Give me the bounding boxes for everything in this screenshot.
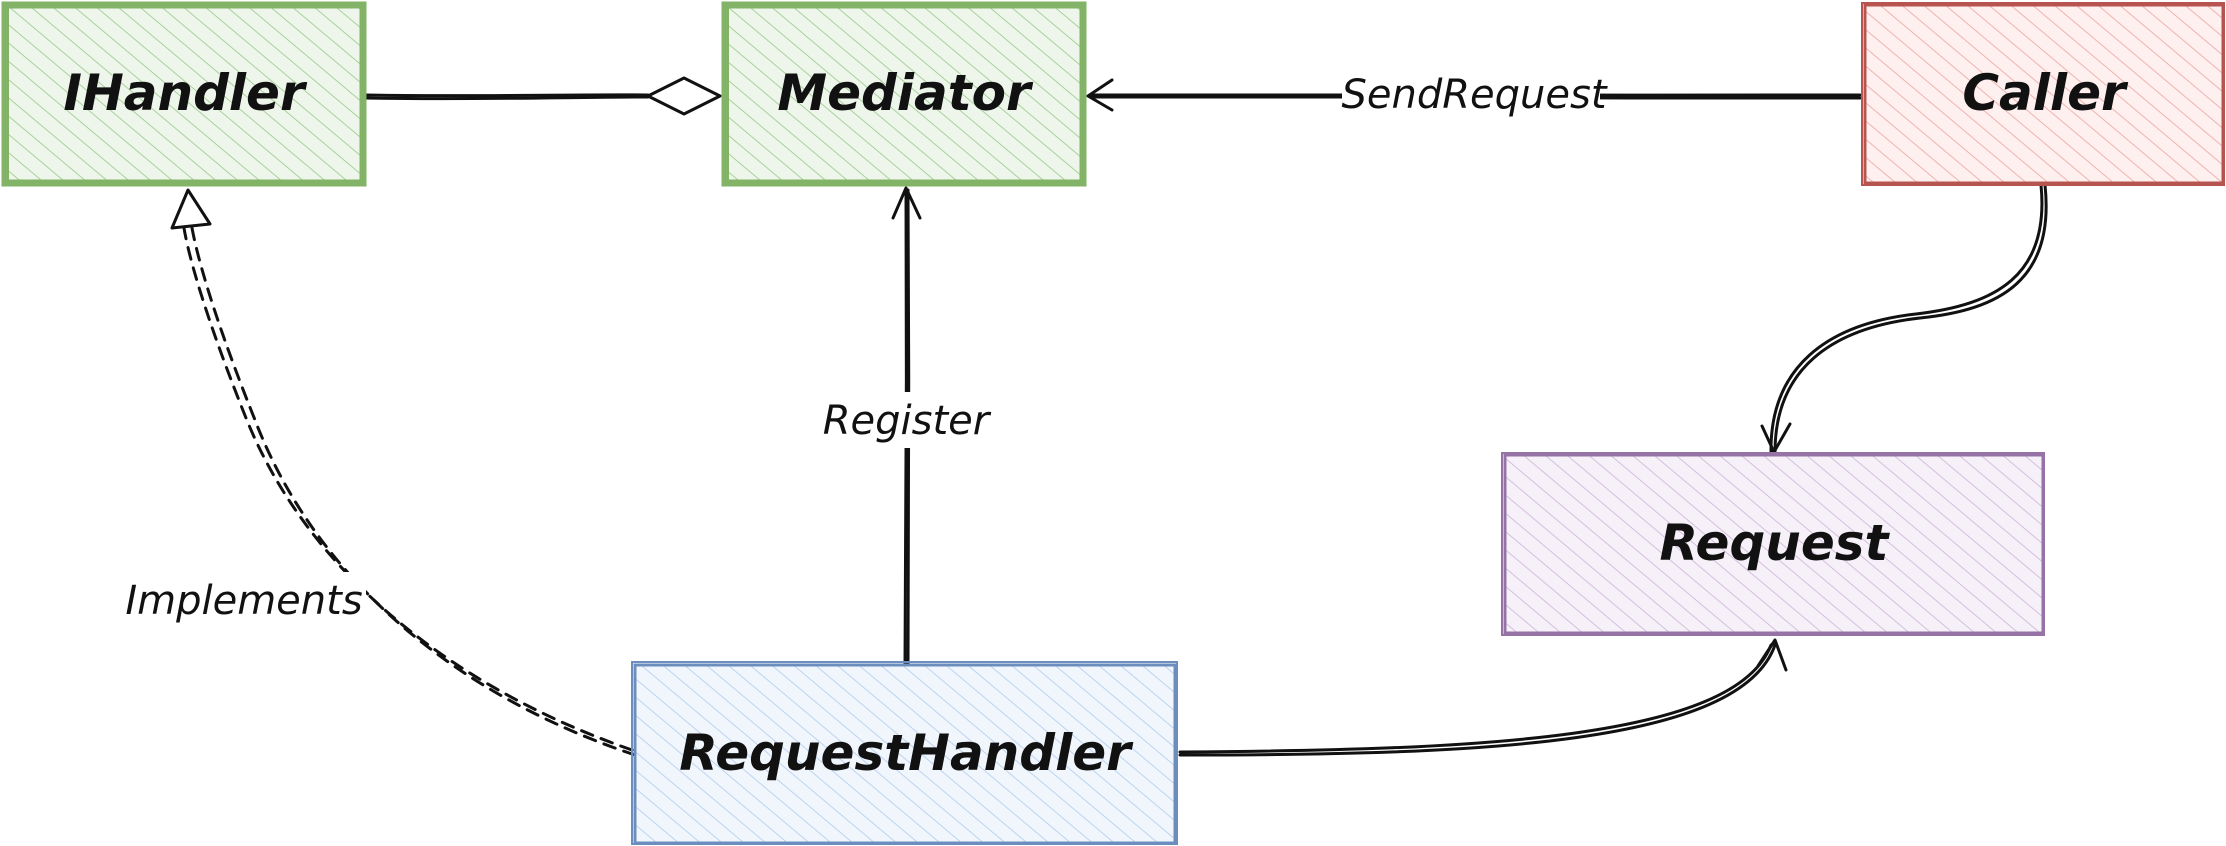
node-caller[interactable]: Caller bbox=[1861, 2, 2225, 186]
edge-aggregation bbox=[363, 76, 722, 116]
node-mediator[interactable]: Mediator bbox=[721, 1, 1087, 187]
node-request[interactable]: Request bbox=[1501, 452, 2045, 636]
caller-label: Caller bbox=[1962, 64, 2129, 122]
implements-label: Implements bbox=[125, 578, 362, 624]
edge-caller-request bbox=[1760, 183, 2048, 454]
register-arrowhead-icon bbox=[891, 186, 922, 220]
aggregation-diamond-icon bbox=[646, 76, 722, 116]
edge-implements bbox=[170, 188, 637, 757]
mediator-label: Mediator bbox=[777, 64, 1034, 122]
send-request-label: SendRequest bbox=[1341, 72, 1607, 118]
implements-triangle-icon bbox=[170, 188, 212, 230]
send-request-arrowhead-icon bbox=[1086, 78, 1114, 112]
edge-handler-request bbox=[1178, 638, 1788, 757]
request-handler-label: RequestHandler bbox=[679, 724, 1134, 782]
ihandler-label: IHandler bbox=[63, 64, 308, 122]
request-label: Request bbox=[1660, 514, 1891, 572]
node-ihandler[interactable]: IHandler bbox=[1, 1, 367, 187]
handler-request-arrowhead-icon bbox=[1756, 638, 1788, 672]
node-request-handler[interactable]: RequestHandler bbox=[631, 661, 1178, 845]
register-label: Register bbox=[823, 398, 992, 444]
